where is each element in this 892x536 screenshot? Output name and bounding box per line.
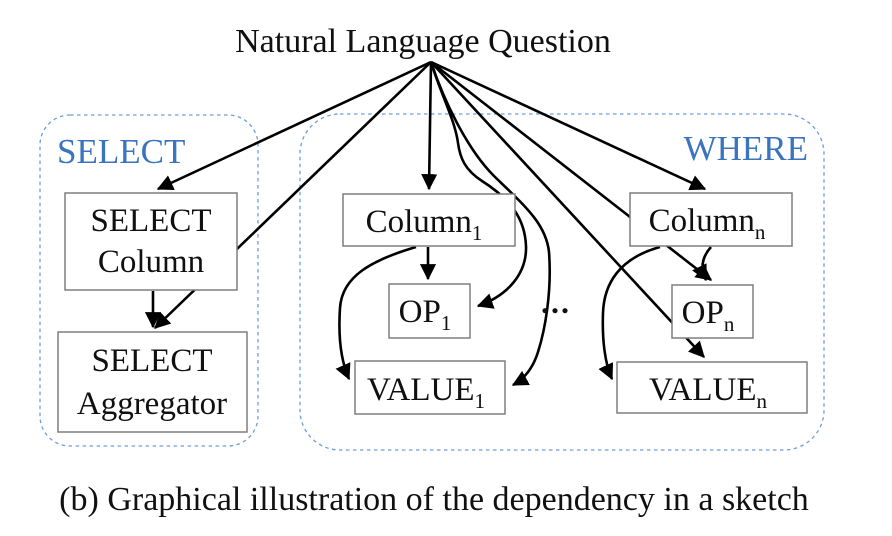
where-group-label: WHERE [684,129,808,168]
arrow-column1-to-value1 [335,245,417,381]
arrow-nlq-to-op1 [429,61,528,309]
op1-node [388,283,471,339]
value1-base: VALUE [367,372,475,408]
opn-subscript: n [724,312,735,336]
valuen-subscript: n [757,389,768,413]
valuen-label: VALUEn [649,372,768,413]
columnn-node [629,192,793,247]
value1-subscript: 1 [475,389,486,413]
arrow-nlq-to-value1 [429,61,552,387]
columnn-base: Column [649,203,755,239]
natural-language-question-title: Natural Language Question [235,23,611,60]
select-column-label-line1: SELECT [91,203,212,239]
column1-node [342,193,516,247]
select-column-label-line2: Column [98,244,204,280]
nodes [57,192,808,433]
column1-base: Column [366,204,472,240]
arrow-nlq-to-columnn [430,60,707,191]
arrow-nlq-to-valuen [430,61,705,358]
select-aggregator-label-line2: Aggregator [77,386,227,422]
opn-node [671,284,754,339]
opn-label: OPn [682,295,735,336]
arrow-nlq-to-select-column [156,60,432,191]
node-labels: SELECT Column SELECT Aggregator Column1 … [77,203,768,422]
select-clause-group-box [39,114,259,447]
op1-subscript: 1 [441,311,452,335]
select-aggregator-node [57,331,248,433]
column1-subscript: 1 [472,221,483,245]
op1-label: OP1 [399,294,452,335]
arrow-columnn-to-valuen [598,245,661,381]
select-column-node [64,192,238,291]
valuen-base: VALUE [649,372,757,408]
arrow-columnn-to-opn [692,246,712,282]
columnn-label: Columnn [649,203,766,244]
select-aggregator-label-line1: SELECT [92,343,213,379]
columnn-subscript: n [755,220,766,244]
value1-label: VALUE1 [367,372,485,413]
dependency-arrows [144,60,713,387]
arrow-nlq-to-column1 [421,61,438,191]
op1-base: OP [399,294,441,330]
valuen-node [616,361,808,414]
opn-base: OP [682,295,724,331]
column1-label: Column1 [366,204,483,245]
select-group-label: SELECT [57,132,185,171]
ellipsis-dots: ... [541,284,571,320]
value1-node [354,360,506,415]
figure-caption: (b) Graphical illustration of the depend… [59,481,809,518]
